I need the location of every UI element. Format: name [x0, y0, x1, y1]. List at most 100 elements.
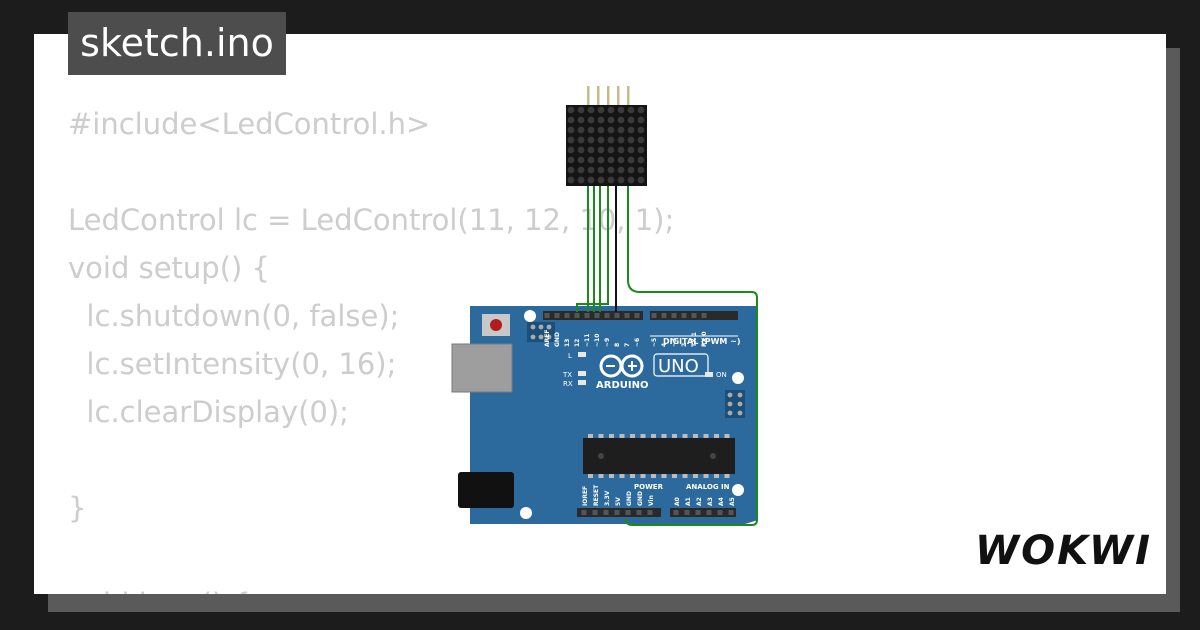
power-pin	[636, 510, 642, 515]
analog-pin-label: A2	[696, 497, 703, 506]
arduino-logo-icon	[599, 354, 644, 378]
power-pin-label: RESET	[593, 484, 600, 506]
chip-pin	[640, 474, 646, 478]
digital-pin	[624, 313, 630, 318]
matrix-pin	[617, 86, 620, 105]
matrix-led	[607, 136, 615, 144]
digital-pin	[594, 313, 600, 318]
power-pin-label: Vin	[648, 495, 655, 506]
digital-pin-label: RX 0	[701, 331, 708, 347]
matrix-pin	[627, 86, 630, 105]
digital-pin-label: AREF	[544, 330, 551, 347]
chip-pin	[619, 434, 625, 438]
digital-pin-label: TX 1	[691, 332, 698, 347]
chip-pin	[693, 434, 698, 438]
chip-pin	[714, 434, 719, 438]
matrix-led	[607, 116, 615, 124]
chip-pin	[598, 474, 604, 478]
matrix-led	[627, 146, 635, 154]
digital-pin	[701, 313, 707, 318]
on-label: ON	[716, 371, 727, 379]
digital-pin-label: ~6	[634, 338, 641, 347]
chip-pin	[672, 474, 677, 478]
code-line: void loop() {	[68, 580, 674, 594]
matrix-led	[637, 106, 645, 114]
matrix-led	[597, 156, 605, 164]
matrix-led	[607, 126, 615, 134]
model-label: UNO	[658, 356, 699, 377]
matrix-led	[617, 126, 625, 134]
matrix-pin	[597, 86, 600, 105]
mount-hole	[732, 484, 744, 496]
code-line: }	[68, 491, 87, 525]
power-pin-label: GND	[626, 491, 633, 506]
digital-pin	[691, 313, 697, 318]
icsp-header-top	[527, 322, 555, 342]
matrix-pin	[587, 86, 590, 105]
matrix-led	[617, 166, 625, 174]
matrix-led	[597, 106, 605, 114]
power-label: POWER	[634, 483, 664, 491]
matrix-led	[567, 146, 575, 154]
chip-pin	[661, 434, 667, 438]
matrix-led	[577, 136, 585, 144]
matrix-pin	[607, 86, 610, 105]
analog-label: ANALOG IN	[686, 483, 730, 491]
matrix-led	[567, 116, 575, 124]
brand-label: ARDUINO	[596, 380, 648, 391]
digital-pin	[634, 313, 640, 318]
matrix-led	[627, 156, 635, 164]
code-preview: #include<LedControl.h>LedControl lc = Le…	[68, 100, 674, 594]
led-matrix	[566, 105, 647, 186]
matrix-led	[577, 126, 585, 134]
power-pin-label: 5V	[615, 497, 622, 506]
power-pin-label: 3.3V	[604, 490, 611, 506]
usb-connector	[451, 343, 513, 393]
digital-pin	[651, 313, 657, 318]
mount-hole	[524, 310, 536, 322]
led-tx-label: TX	[562, 371, 572, 379]
matrix-led	[637, 176, 645, 184]
digital-pin-label: ~3	[671, 338, 678, 347]
digital-pin-label: 4	[661, 343, 668, 347]
led-tx	[578, 371, 586, 376]
chip-pin	[724, 474, 730, 478]
matrix-led	[597, 136, 605, 144]
chip-pin	[651, 474, 656, 478]
matrix-led	[597, 176, 605, 184]
matrix-led	[587, 106, 595, 114]
chip-pin	[703, 434, 709, 438]
code-line: #include<LedControl.h>	[68, 107, 431, 141]
digital-pin	[554, 313, 560, 318]
wire-power	[625, 186, 758, 526]
file-tab-label[interactable]: sketch.ino	[68, 12, 286, 75]
analog-header	[670, 508, 736, 517]
matrix-led	[597, 126, 605, 134]
analog-pin	[684, 510, 690, 515]
power-pin	[581, 510, 587, 515]
led-rx-label: RX	[563, 380, 573, 388]
digital-pin-label: ~5	[651, 338, 658, 347]
digital-pin-label: ~11	[584, 334, 591, 347]
matrix-led	[607, 146, 615, 154]
matrix-led	[567, 136, 575, 144]
chip-pin	[693, 474, 698, 478]
mount-hole	[520, 507, 532, 519]
digital-header-pins	[544, 313, 707, 318]
bottom-header-pins	[581, 510, 734, 515]
matrix-led	[597, 166, 605, 174]
mount-hole	[732, 372, 744, 384]
matrix-led	[587, 176, 595, 184]
chip-pin	[609, 434, 614, 438]
power-pin	[614, 510, 620, 515]
code-line: lc.clearDisplay(0);	[68, 395, 349, 429]
power-pin	[625, 510, 631, 515]
analog-pin	[695, 510, 701, 515]
chip-pin	[703, 474, 709, 478]
digital-pin-label: 7	[624, 343, 631, 347]
matrix-led	[617, 156, 625, 164]
digital-pin-label: 13	[564, 339, 571, 347]
chip-pin	[651, 434, 656, 438]
matrix-led	[617, 116, 625, 124]
